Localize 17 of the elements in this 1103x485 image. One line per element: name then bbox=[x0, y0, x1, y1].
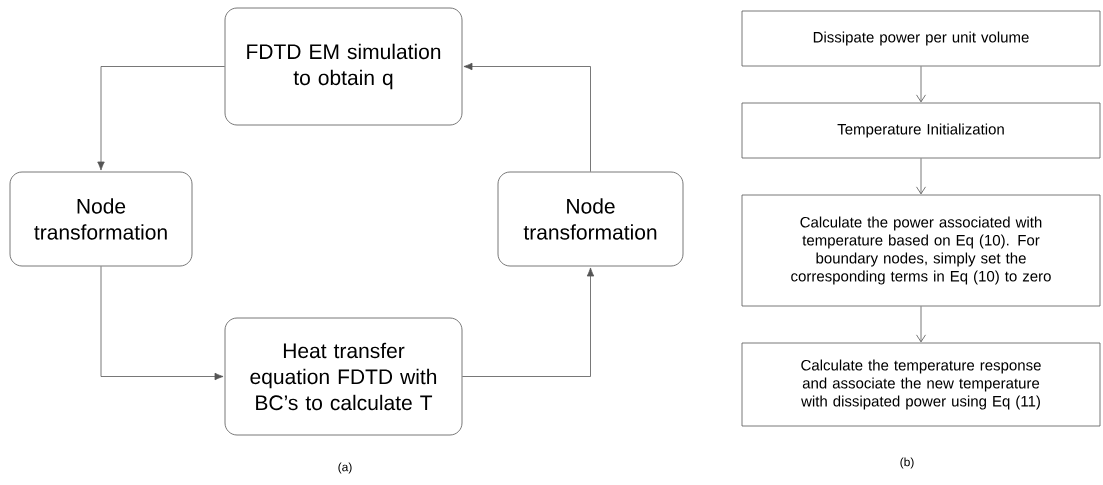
arrow bbox=[100, 266, 224, 381]
arrow bbox=[97, 66, 225, 171]
process-box: Temperature Initialization bbox=[741, 102, 1101, 159]
process-box: FDTD EM simulation to obtain q bbox=[224, 7, 463, 126]
process-box: Heat transfer equation FDTD with BC’s to calculate T bbox=[224, 317, 463, 436]
arrow bbox=[463, 62, 591, 172]
process-box: Dissipate power per unit volume bbox=[741, 10, 1101, 67]
arrow bbox=[462, 267, 595, 377]
panel-label: (a) bbox=[338, 462, 352, 474]
arrow bbox=[916, 66, 926, 103]
panel-label: (b) bbox=[900, 457, 914, 469]
process-box: Calculate the temperature response and associate the new temperature with dissipated power using Eq (11) bbox=[741, 342, 1101, 427]
process-box: Node transformation bbox=[9, 171, 193, 267]
arrow bbox=[916, 158, 926, 195]
process-box: Calculate the power associated with temperature based on Eq (10). For boundary nodes, simply set the corresponding terms in Eq (10) to zero bbox=[741, 194, 1101, 307]
process-box: Node transformation bbox=[497, 171, 684, 267]
arrow bbox=[916, 306, 926, 343]
